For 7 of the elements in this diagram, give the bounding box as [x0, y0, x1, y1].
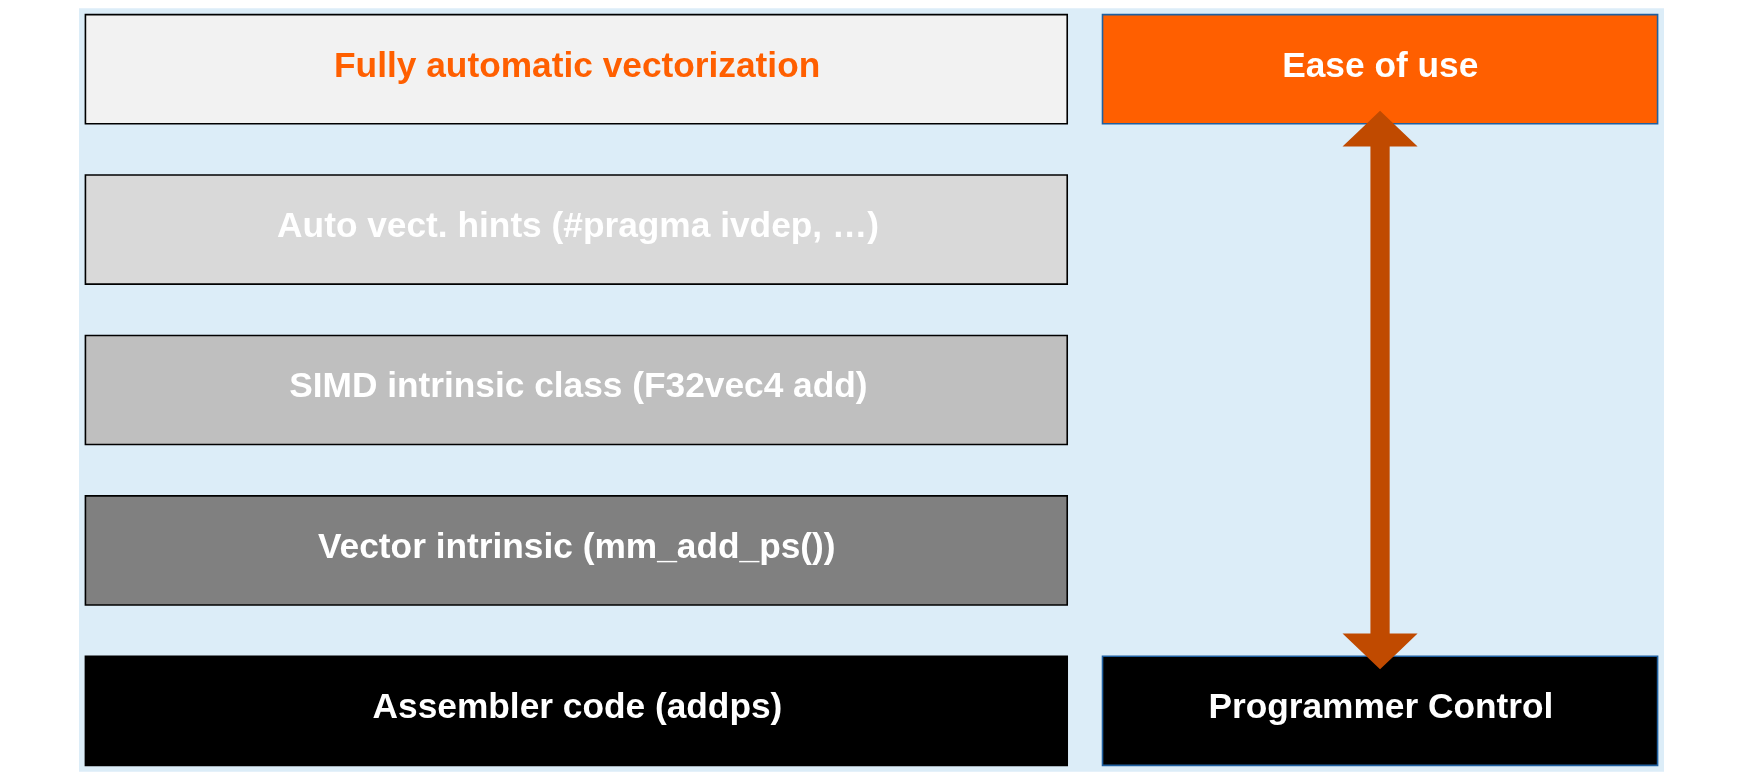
node-box: SIMD intrinsic class (F32vec4 add)	[84, 334, 1068, 446]
node-box: Fully automatic vectorization	[84, 13, 1068, 125]
node-box: Programmer Control	[1101, 655, 1659, 767]
node-box: Assembler code (addps)	[84, 655, 1068, 767]
node-box: Vector intrinsic (mm_add_ps())	[84, 495, 1068, 606]
arrow	[1342, 110, 1418, 670]
node-box: Ease of use	[1101, 13, 1659, 125]
